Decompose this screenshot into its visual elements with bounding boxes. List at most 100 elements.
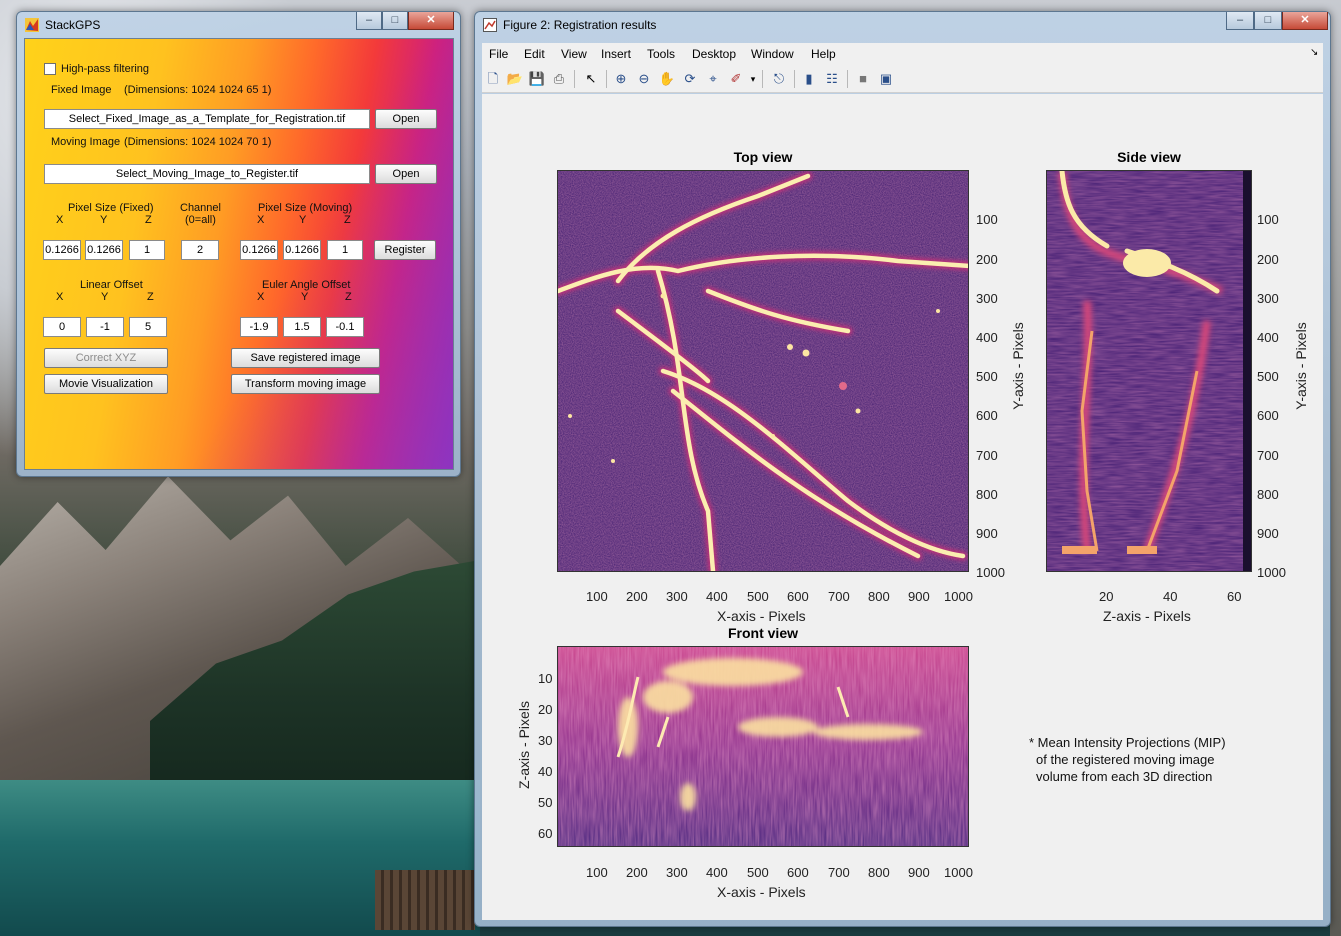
legend-icon[interactable]: ☷ <box>826 71 838 86</box>
zoom-out-icon[interactable]: ⊖ <box>638 71 650 86</box>
fixed-image-label: Fixed Image <box>51 84 112 96</box>
moving-image-file-field[interactable]: Select_Moving_Image_to_Register.tif <box>44 164 370 184</box>
pixel-moving-x-input[interactable]: 0.1266 <box>240 240 278 260</box>
movie-visualization-button[interactable]: Movie Visualization <box>44 374 168 394</box>
axis-z-label: Z <box>147 291 154 303</box>
mip-note-line1: * Mean Intensity Projections (MIP) <box>1029 735 1226 750</box>
menu-edit[interactable]: Edit <box>524 47 545 61</box>
fixed-image-file-field[interactable]: Select_Fixed_Image_as_a_Template_for_Reg… <box>44 109 370 129</box>
linear-offset-y-input[interactable]: -1 <box>86 317 124 337</box>
axis-y-label: Y <box>100 214 108 226</box>
data-cursor-icon[interactable]: ⌖ <box>709 71 717 86</box>
x-tick-800: 800 <box>868 865 890 880</box>
colorbar-icon[interactable]: ▮ <box>805 71 813 86</box>
open-fixed-button[interactable]: Open <box>375 109 437 129</box>
minimize-button[interactable]: – <box>1226 12 1254 30</box>
mip-note-line2: of the registered moving image <box>1036 752 1215 767</box>
maximize-button[interactable]: □ <box>1254 12 1282 30</box>
minimize-button[interactable]: – <box>356 12 382 30</box>
save-icon[interactable]: 💾 <box>528 71 546 86</box>
pixel-fixed-y-input[interactable]: 0.1266 <box>85 240 123 260</box>
y-tick-600: 600 <box>1257 408 1279 423</box>
zoom-in-icon[interactable]: ⊕ <box>615 71 627 86</box>
linear-offset-label: Linear Offset <box>80 279 143 291</box>
linear-offset-x-input[interactable]: 0 <box>43 317 81 337</box>
x-tick-800: 800 <box>868 589 890 604</box>
brush-icon[interactable]: ✐ <box>730 71 742 86</box>
front-view-title: Front view <box>727 625 798 641</box>
desktop-edge <box>1330 0 1341 936</box>
top-view-image <box>557 170 969 572</box>
axis-x-label: X <box>257 291 265 303</box>
x-tick-400: 400 <box>706 865 728 880</box>
close-button[interactable]: ✕ <box>408 12 454 30</box>
open-moving-button[interactable]: Open <box>375 164 437 184</box>
pointer-icon[interactable]: ↖ <box>585 71 597 86</box>
menu-desktop[interactable]: Desktop <box>692 47 737 61</box>
euler-z-input[interactable]: -0.1 <box>326 317 364 337</box>
register-button[interactable]: Register <box>374 240 436 260</box>
pixel-size-moving-label: Pixel Size (Moving) <box>258 202 353 214</box>
menu-window[interactable]: Window <box>751 47 794 61</box>
x-tick-200: 200 <box>626 865 648 880</box>
euler-y-input[interactable]: 1.5 <box>283 317 321 337</box>
show-plot-tools-icon[interactable]: ▣ <box>879 71 893 86</box>
menu-insert[interactable]: Insert <box>601 47 632 61</box>
z-tick-40: 40 <box>1163 589 1178 604</box>
open-file-icon[interactable]: 📂 <box>506 71 524 86</box>
linear-offset-z-input[interactable]: 5 <box>129 317 167 337</box>
y-tick-800: 800 <box>1257 487 1279 502</box>
y-tick-400: 400 <box>1257 330 1279 345</box>
channel-input[interactable]: 2 <box>181 240 219 260</box>
y-tick-400: 400 <box>976 330 998 345</box>
axis-z-label: Z <box>345 291 352 303</box>
y-tick-100: 100 <box>976 212 998 227</box>
z-tick-60: 60 <box>1227 589 1242 604</box>
y-tick-600: 600 <box>976 408 998 423</box>
pixel-fixed-z-input[interactable]: 1 <box>129 240 165 260</box>
transform-moving-image-button[interactable]: Transform moving image <box>231 374 380 394</box>
rotate-3d-icon[interactable]: ⟳ <box>684 71 696 86</box>
y-tick-700: 700 <box>976 448 998 463</box>
y-tick-300: 300 <box>976 291 998 306</box>
figure-titlebar[interactable]: Figure 2: Registration results – □ ✕ <box>475 12 1330 36</box>
menu-view[interactable]: View <box>561 47 587 61</box>
z-tick-50: 50 <box>538 795 553 810</box>
z-tick-10: 10 <box>538 671 553 686</box>
menu-help[interactable]: Help <box>811 47 836 61</box>
pixel-moving-y-input[interactable]: 0.1266 <box>283 240 321 260</box>
brush-dropdown-icon[interactable]: ▾ <box>750 74 756 84</box>
euler-x-input[interactable]: -1.9 <box>240 317 278 337</box>
top-view-ylabel: Y-axis - Pixels <box>1010 322 1026 410</box>
mip-note-line3: volume from each 3D direction <box>1036 769 1213 784</box>
save-registered-image-button[interactable]: Save registered image <box>231 348 380 368</box>
menu-file[interactable]: File <box>489 47 509 61</box>
pixel-fixed-x-input[interactable]: 0.1266 <box>43 240 81 260</box>
side-view-title: Side view <box>1117 149 1181 165</box>
close-button[interactable]: ✕ <box>1282 12 1328 30</box>
highpass-checkbox[interactable] <box>44 63 56 75</box>
stackgps-titlebar[interactable]: StackGPS – □ ✕ <box>17 12 460 36</box>
x-tick-700: 700 <box>828 589 850 604</box>
new-figure-icon[interactable]: 🗋 <box>487 71 499 86</box>
figure-canvas: Top view <box>482 94 1323 920</box>
y-tick-1000: 1000 <box>976 565 1005 580</box>
maximize-button[interactable]: □ <box>382 12 408 30</box>
dock-arrow-icon[interactable]: ↘ <box>1310 47 1319 58</box>
moving-image-label: Moving Image <box>51 136 121 148</box>
hide-plot-tools-icon[interactable]: ■ <box>859 71 867 86</box>
y-tick-200: 200 <box>976 252 998 267</box>
pixel-moving-z-input[interactable]: 1 <box>327 240 363 260</box>
pan-icon[interactable]: ✋ <box>658 71 676 86</box>
y-tick-900: 900 <box>976 526 998 541</box>
menu-tools[interactable]: Tools <box>647 47 676 61</box>
euler-angle-offset-label: Euler Angle Offset <box>262 279 351 291</box>
link-plot-icon[interactable]: ⎋ <box>773 71 785 86</box>
pixel-size-fixed-label: Pixel Size (Fixed) <box>68 202 154 214</box>
front-view-xlabel: X-axis - Pixels <box>717 884 806 900</box>
desktop-dock <box>375 870 475 930</box>
correct-xyz-button[interactable]: Correct XYZ <box>44 348 168 368</box>
print-icon[interactable]: ⎙ <box>553 71 565 86</box>
highpass-label: High-pass filtering <box>61 63 150 75</box>
top-view-xlabel: X-axis - Pixels <box>717 608 806 624</box>
